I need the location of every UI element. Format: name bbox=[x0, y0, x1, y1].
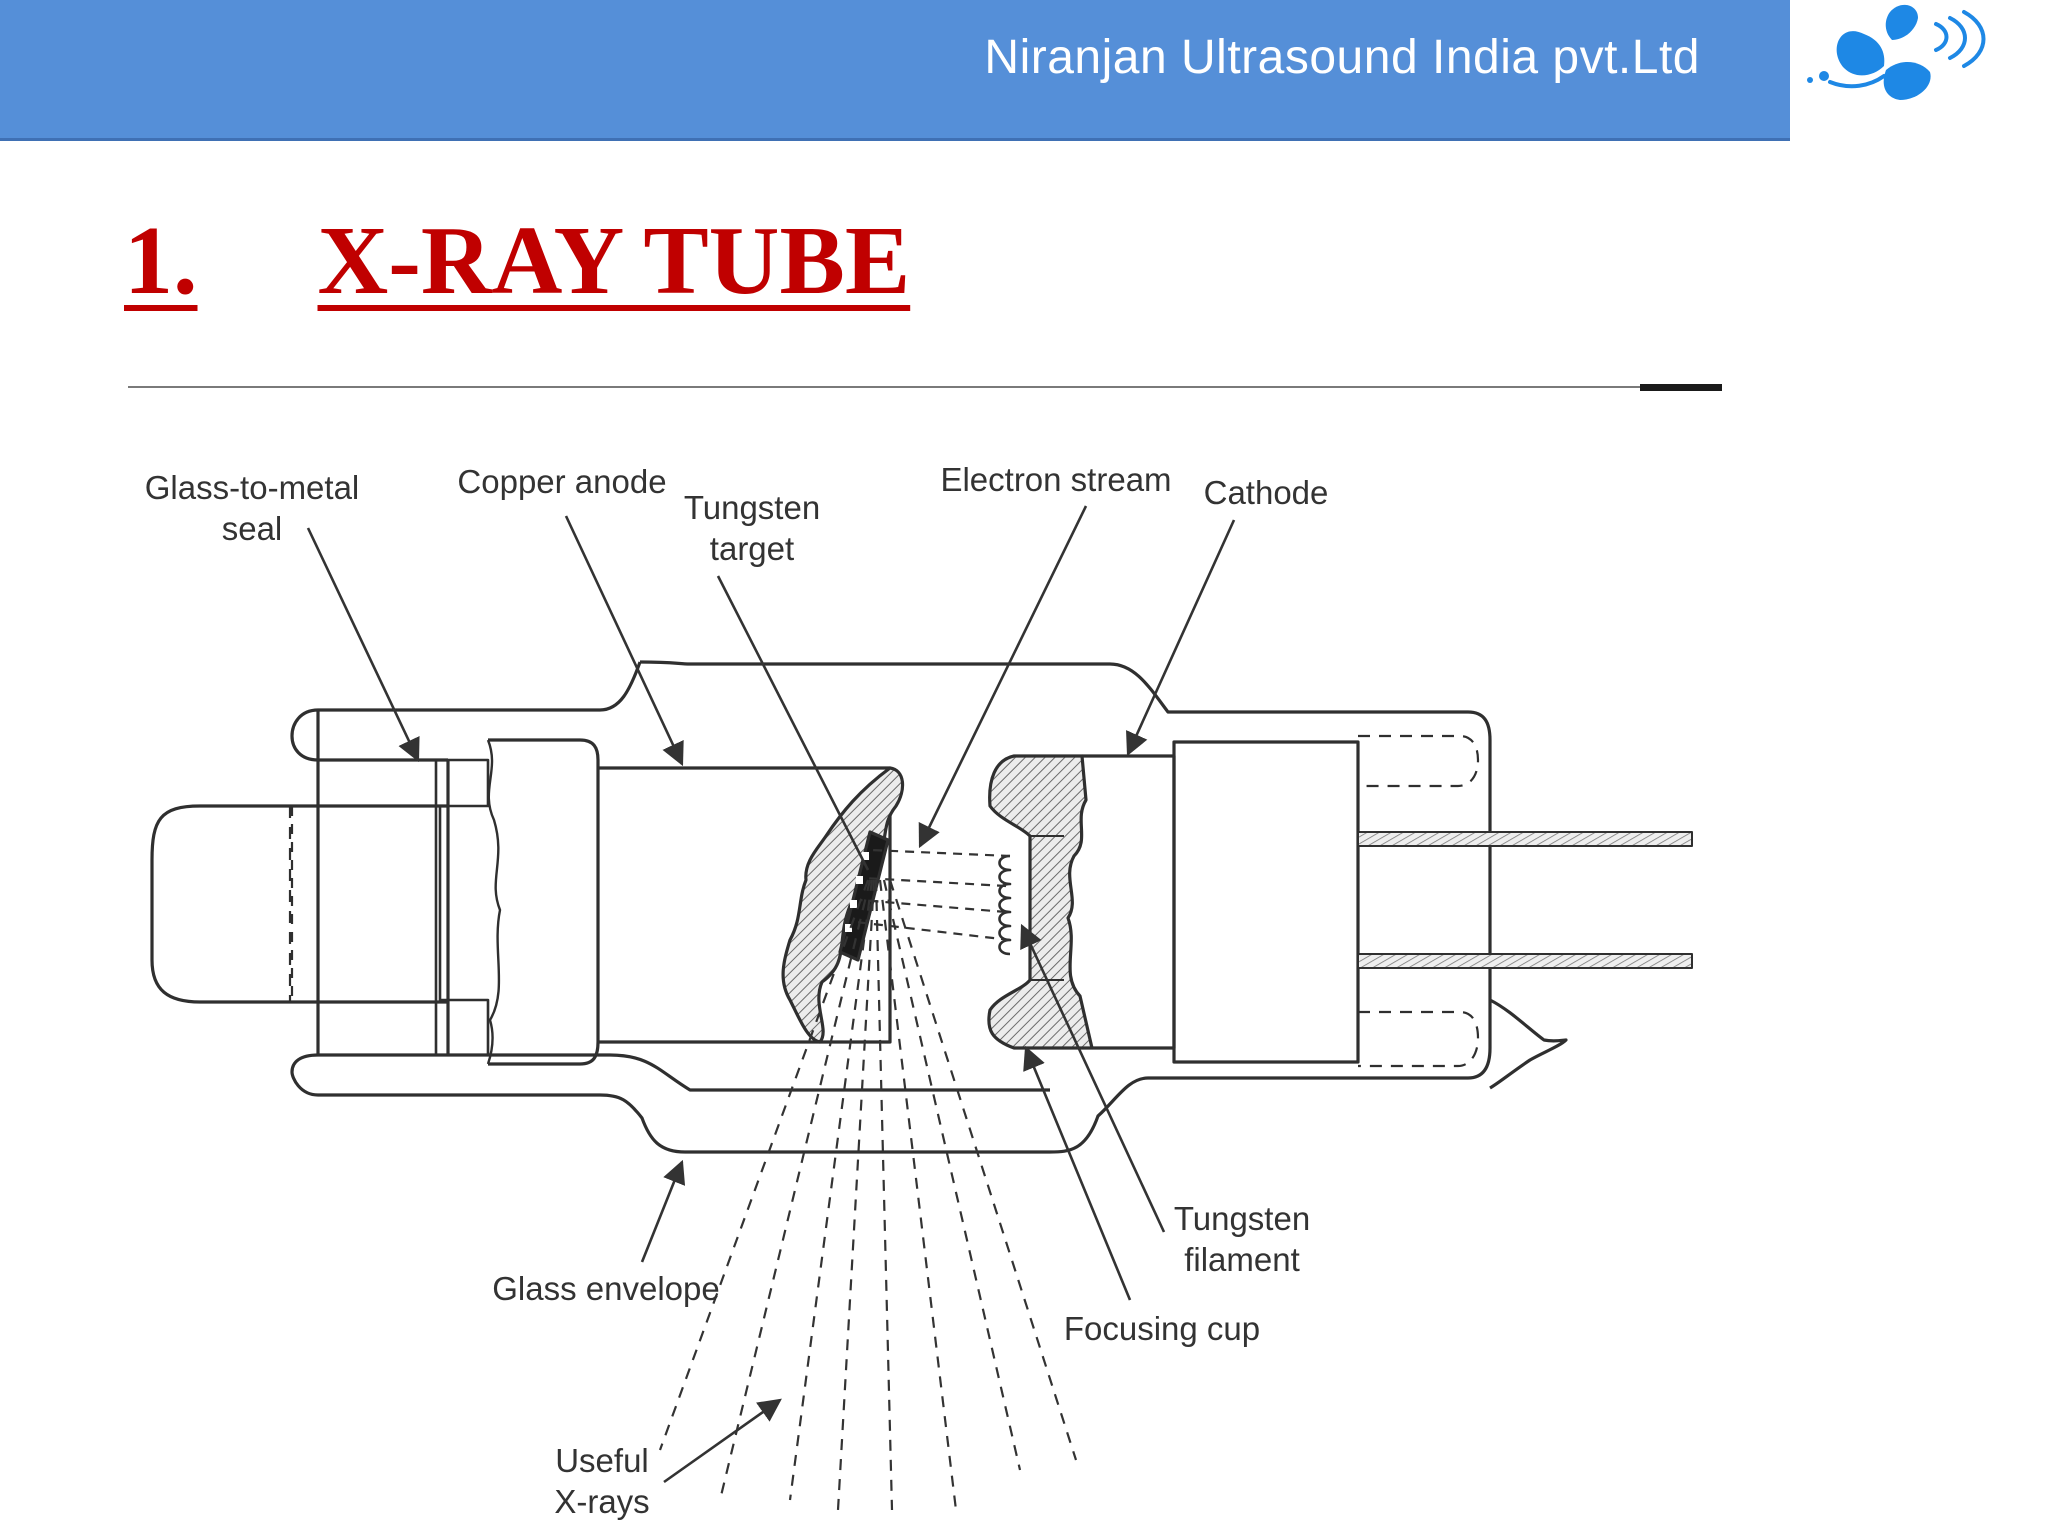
label-tungsten-filament-2: filament bbox=[1184, 1241, 1300, 1278]
butterfly-logo-icon bbox=[1807, 4, 1986, 100]
divider-rule bbox=[128, 386, 1648, 388]
glass-envelope-outline bbox=[290, 660, 1492, 1154]
label-electron-stream: Electron stream bbox=[940, 461, 1171, 498]
label-focusing-cup: Focusing cup bbox=[1064, 1310, 1260, 1347]
anode-stem bbox=[150, 804, 448, 1004]
label-copper-anode: Copper anode bbox=[457, 463, 666, 500]
company-name: Niranjan Ultrasound India pvt.Ltd bbox=[984, 31, 1700, 84]
header-bar: Niranjan Ultrasound India pvt.Ltd bbox=[0, 0, 1790, 141]
slide-title: 1.X-RAY TUBE bbox=[124, 212, 910, 310]
label-glass-to-metal-seal-2: seal bbox=[222, 510, 283, 547]
title-number: 1. bbox=[124, 207, 198, 315]
glass-to-metal-seal bbox=[434, 758, 490, 1057]
lead-wire-upper bbox=[1357, 831, 1693, 847]
label-glass-envelope: Glass envelope bbox=[492, 1270, 719, 1307]
focusing-cup bbox=[987, 754, 1094, 1050]
label-cathode: Cathode bbox=[1204, 474, 1329, 511]
useful-xrays bbox=[658, 879, 1078, 1511]
copper-anode bbox=[488, 738, 600, 1066]
divider-rule-end bbox=[1640, 384, 1722, 391]
title-text: X-RAY TUBE bbox=[317, 207, 911, 315]
label-tungsten-filament-1: Tungsten bbox=[1174, 1200, 1310, 1237]
label-glass-to-metal-seal-1: Glass-to-metal bbox=[145, 469, 360, 506]
label-tungsten-target-1: Tungsten bbox=[684, 489, 820, 526]
anode-tip bbox=[781, 766, 905, 1044]
label-tungsten-target-2: target bbox=[710, 530, 794, 567]
label-useful-xrays-2: X-rays bbox=[554, 1483, 649, 1520]
label-useful-xrays-1: Useful bbox=[555, 1442, 649, 1479]
lead-wire-lower bbox=[1357, 953, 1693, 969]
cathode bbox=[1082, 754, 1176, 1050]
